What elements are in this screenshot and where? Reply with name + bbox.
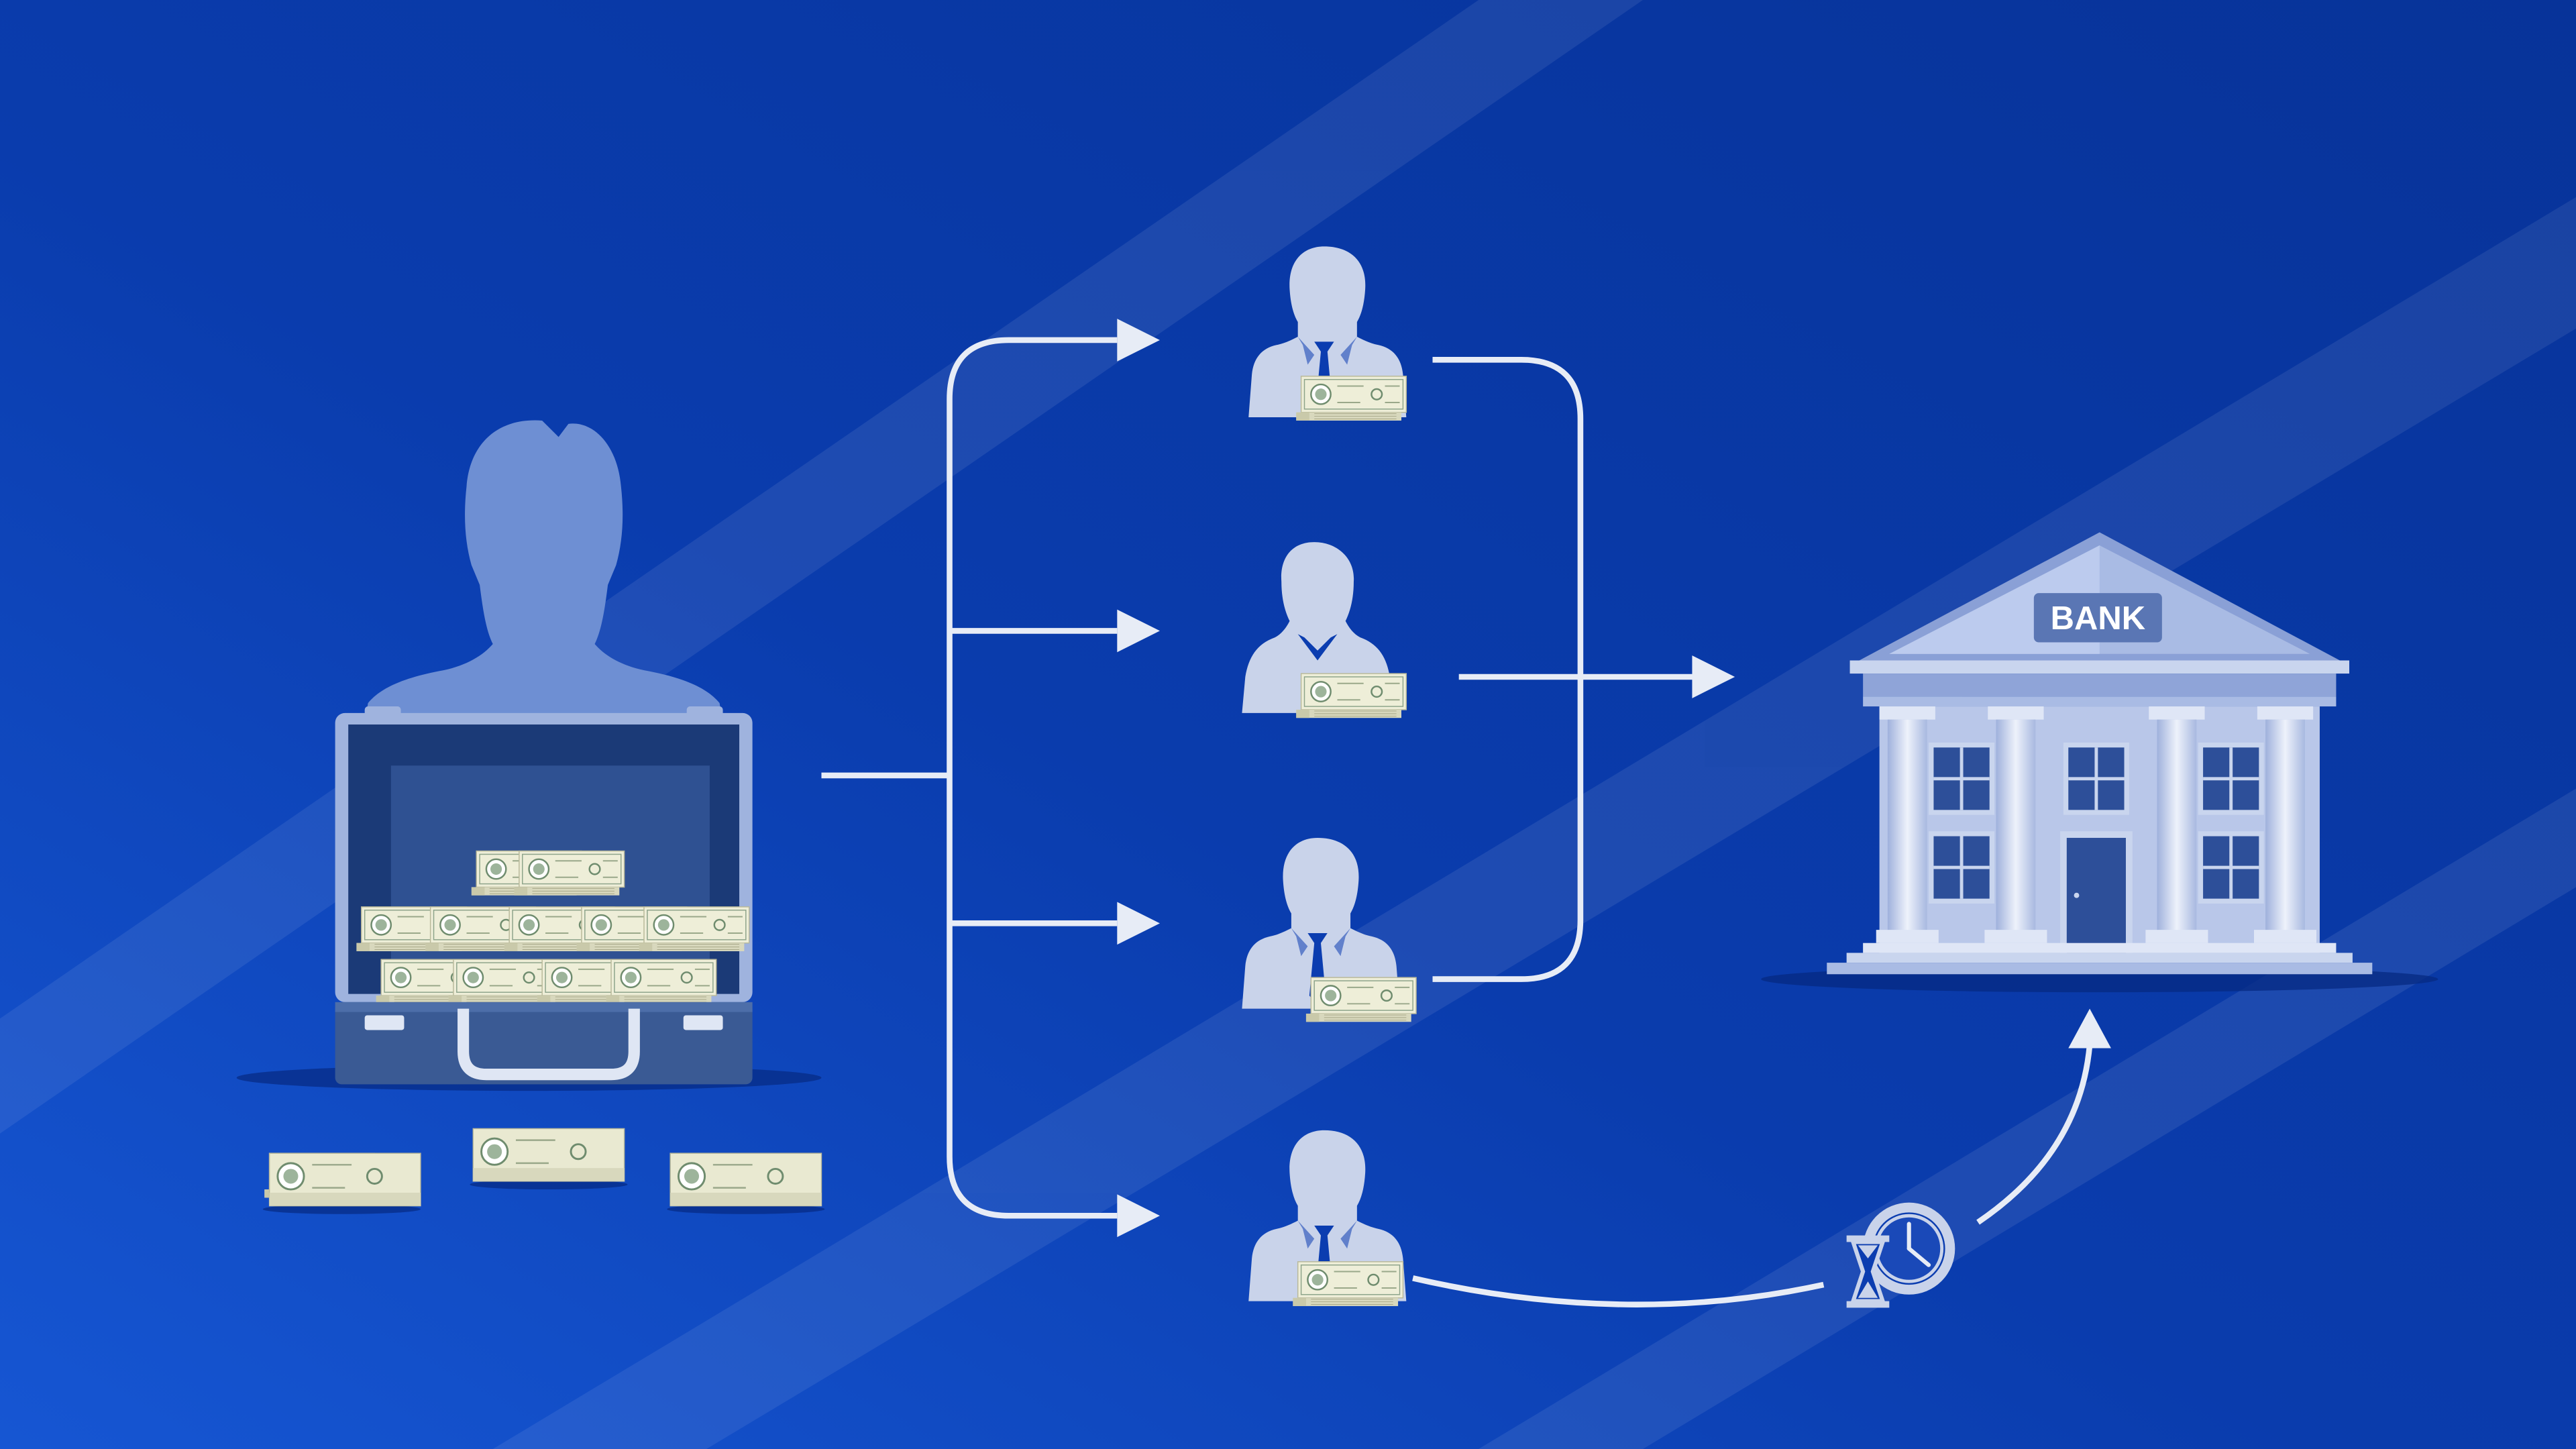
briefcase-base [335,1002,753,1085]
mule-cash-icon [1292,1260,1404,1307]
bank-sign-label: BANK [2051,600,2145,637]
bank-columns [1876,706,2317,943]
arrow-head-icon [1117,609,1160,653]
delayed-path [1412,1044,2093,1307]
briefcase-handle [458,1008,640,1081]
arrow-head-icon [1117,902,1160,945]
bank-windows [1929,742,2264,904]
mule-cash-icon [1295,375,1407,422]
main-person-silhouette [364,420,723,723]
bank-sign [2033,593,2162,643]
mule-cash-icon [1295,672,1407,719]
bank-building-icon: BANK [1761,532,2438,993]
arrow-head-icon [1117,1194,1160,1238]
arrow-heads-to-mules [1117,319,1160,1238]
source-person-with-briefcase-icon [236,420,825,1214]
arrow-head-icon [1117,319,1160,362]
bank-steps [1827,943,2373,975]
distribution-arrows [821,337,1118,1219]
hourglass-icon [1846,1235,1890,1308]
arrow-head-up-icon [2068,1008,2111,1049]
arrow-head-to-bank-icon [1692,655,1735,698]
hourglass-and-clock-icon [1846,1202,1955,1308]
collection-arrows [1432,357,1696,982]
mule-cash-icon [1305,976,1417,1023]
